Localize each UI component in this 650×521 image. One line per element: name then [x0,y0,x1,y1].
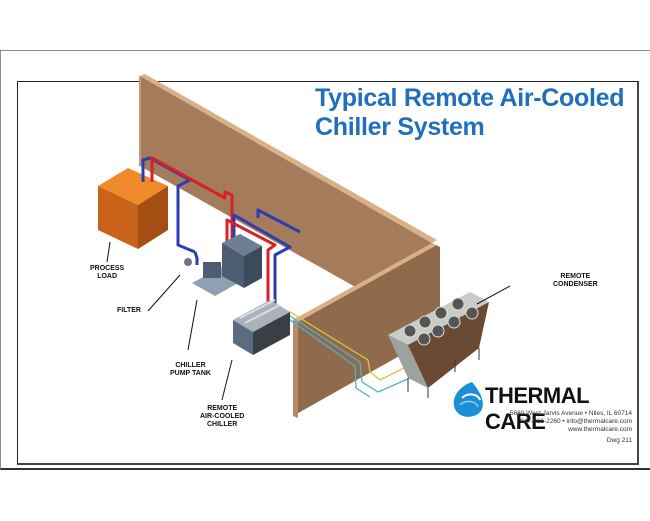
front-wall [293,243,440,418]
label-line: FILTER [117,307,141,314]
drawing-border [17,81,639,465]
company-website: www.thermalcare.com [568,426,632,433]
label-line: LOAD [97,273,118,280]
label-line: REMOTE [560,273,591,280]
label-chiller-pump-tank: CHILLER PUMP TANK [170,362,211,378]
remote-air-cooled-chiller [233,299,290,355]
condenser-fan [451,297,465,311]
label-line: PROCESS [90,265,125,272]
back-wall [139,74,437,330]
condenser-fan [447,315,461,329]
label-line: CONDENSER [553,281,598,288]
condenser-fan [417,332,431,346]
label-line: CHILLER [175,362,206,369]
company-name: THERMAL CARE [485,383,589,434]
label-line: REMOTE [207,405,238,412]
process-load-box [98,168,168,249]
water-piping [141,156,301,330]
condenser-fan [434,306,448,320]
label-line: AIR-COOLED [200,413,245,420]
title-line-2: Chiller System [315,113,485,141]
thermal-care-logo-icon [453,382,483,417]
return-pipe [256,208,301,234]
supply-pipe [150,156,234,240]
diagram-title: Typical Remote Air-Cooled Chiller System [315,84,625,142]
company-contact: 847-966-2260 • info@thermalcare.com [520,418,632,425]
label-remote-condenser: REMOTE CONDENSER [553,273,598,289]
supply-pipe [225,218,277,330]
remote-condenser [388,292,489,398]
label-process-load: PROCESS LOAD [90,265,124,281]
label-filter: FILTER [117,307,141,315]
return-pipe [193,251,199,265]
drawing-number: Dwg 211 [606,437,632,444]
label-line: CHILLER [207,421,238,428]
chiller-pump-tank [184,234,262,296]
title-line-1: Typical Remote Air-Cooled [315,84,625,112]
label-remote-air-cooled-chiller: REMOTE AIR-COOLED CHILLER [200,405,244,429]
condenser-fan [465,306,479,320]
condenser-fan [418,315,432,329]
label-line: PUMP TANK [170,370,211,377]
condenser-fan [403,324,417,338]
leader-lines [106,241,511,401]
condenser-fan [431,324,445,338]
outer-frame [0,50,650,470]
company-address: 5680 West Jarvis Avenue • Niles, IL 6071… [509,410,632,417]
return-pipe [232,213,292,330]
